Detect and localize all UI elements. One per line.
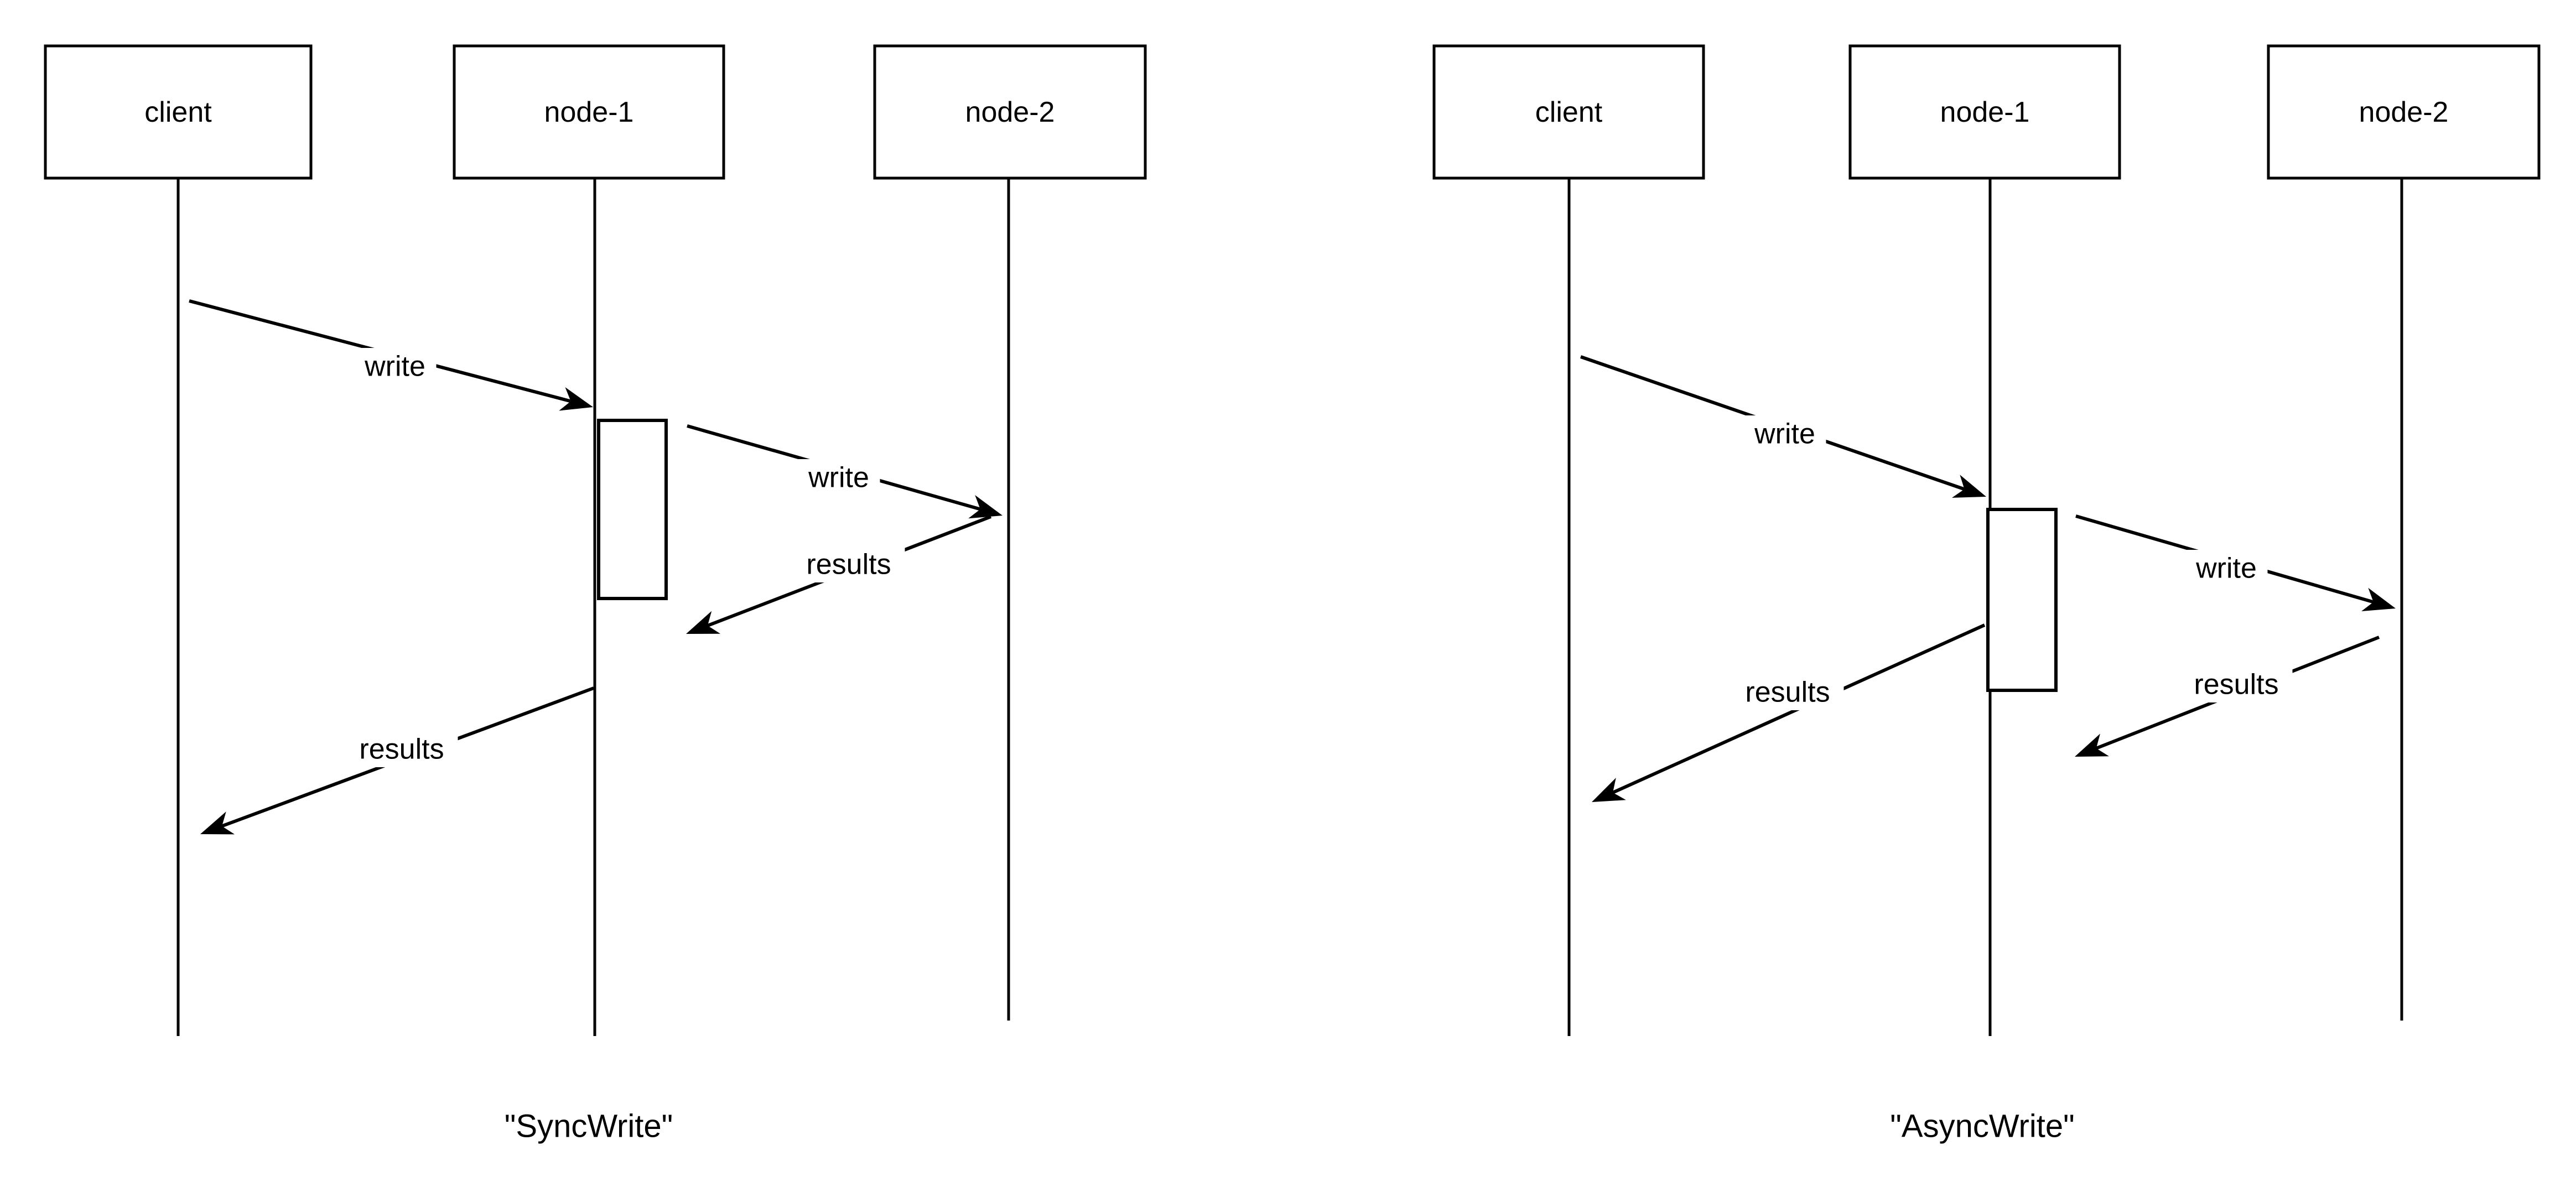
participant-box-node-2[interactable] <box>873 44 1147 180</box>
activation-box-node-1 <box>1986 508 2058 692</box>
message-label: write <box>2195 553 2257 585</box>
arrow-head-left <box>1592 778 1626 802</box>
message-label-backdrop <box>354 348 437 384</box>
message-label: write <box>1754 418 1815 450</box>
participant-node-2[interactable]: node-2 <box>2267 44 2541 1021</box>
message-label-backdrop <box>1731 674 1844 710</box>
arrow-head-left <box>2075 733 2110 757</box>
message-label: results <box>1745 676 1830 709</box>
arrow-head-left <box>200 811 235 835</box>
arrow-head-right <box>1951 475 1986 498</box>
arrow-head-right <box>2361 587 2396 612</box>
message-label: results <box>806 549 891 581</box>
arrow-head-right <box>968 495 1003 519</box>
participant-label-node-2: node-2 <box>965 96 1055 128</box>
message-label-backdrop <box>797 459 880 496</box>
message-label-backdrop <box>792 546 905 582</box>
participant-node-2[interactable]: node-2 <box>873 44 1147 1021</box>
participant-label-node-1: node-1 <box>1940 96 2030 128</box>
diagram-caption-sync-write: "SyncWrite" <box>505 1108 673 1144</box>
message-results-3[interactable]: results <box>2075 636 2380 757</box>
message-label: write <box>808 462 869 494</box>
message-write-2[interactable]: write <box>2075 514 2396 612</box>
message-label: write <box>364 351 425 383</box>
message-write-1[interactable]: write <box>687 424 1003 519</box>
arrow-head-left <box>686 611 721 634</box>
participant-label-client: client <box>1535 96 1603 128</box>
participant-box-node-2[interactable] <box>2267 44 2541 180</box>
participant-node-1[interactable]: node-1 <box>453 44 725 1036</box>
participant-label-node-1: node-1 <box>544 96 634 128</box>
message-label: results <box>2194 669 2278 701</box>
message-write-0[interactable]: write <box>1580 355 1986 498</box>
message-label-backdrop <box>2185 550 2268 586</box>
participant-box-node-1[interactable] <box>1848 44 2121 180</box>
participant-box-client[interactable] <box>44 44 313 180</box>
diagram-caption-async-write: "AsyncWrite" <box>1890 1108 2074 1144</box>
activation-box-node-1 <box>597 419 668 600</box>
participant-box-node-1[interactable] <box>453 44 725 180</box>
message-results-3[interactable]: results <box>200 686 595 835</box>
diagram-render-root: client node-1 node-2 write write results resul… <box>44 44 2541 1144</box>
arrow-head-right <box>559 387 593 411</box>
message-results-1[interactable]: results <box>1592 623 1986 802</box>
diagram-sync-write: client node-1 node-2 write write results resul… <box>44 44 1147 1144</box>
participant-client[interactable]: client <box>44 44 313 1036</box>
message-results-2[interactable]: results <box>686 515 992 634</box>
participant-label-client: client <box>144 96 212 128</box>
participant-node-1[interactable]: node-1 <box>1848 44 2121 1036</box>
message-write-0[interactable]: write <box>189 299 593 411</box>
participant-box-client[interactable] <box>1432 44 1705 180</box>
message-label: results <box>359 733 444 766</box>
participant-label-node-2: node-2 <box>2359 96 2449 128</box>
message-label-backdrop <box>2180 666 2293 702</box>
diagram-async-write: client node-1 node-2 write results write resul… <box>1432 44 2541 1144</box>
participant-client[interactable]: client <box>1432 44 1705 1036</box>
message-label-backdrop <box>1743 415 1826 452</box>
message-label-backdrop <box>345 731 458 767</box>
